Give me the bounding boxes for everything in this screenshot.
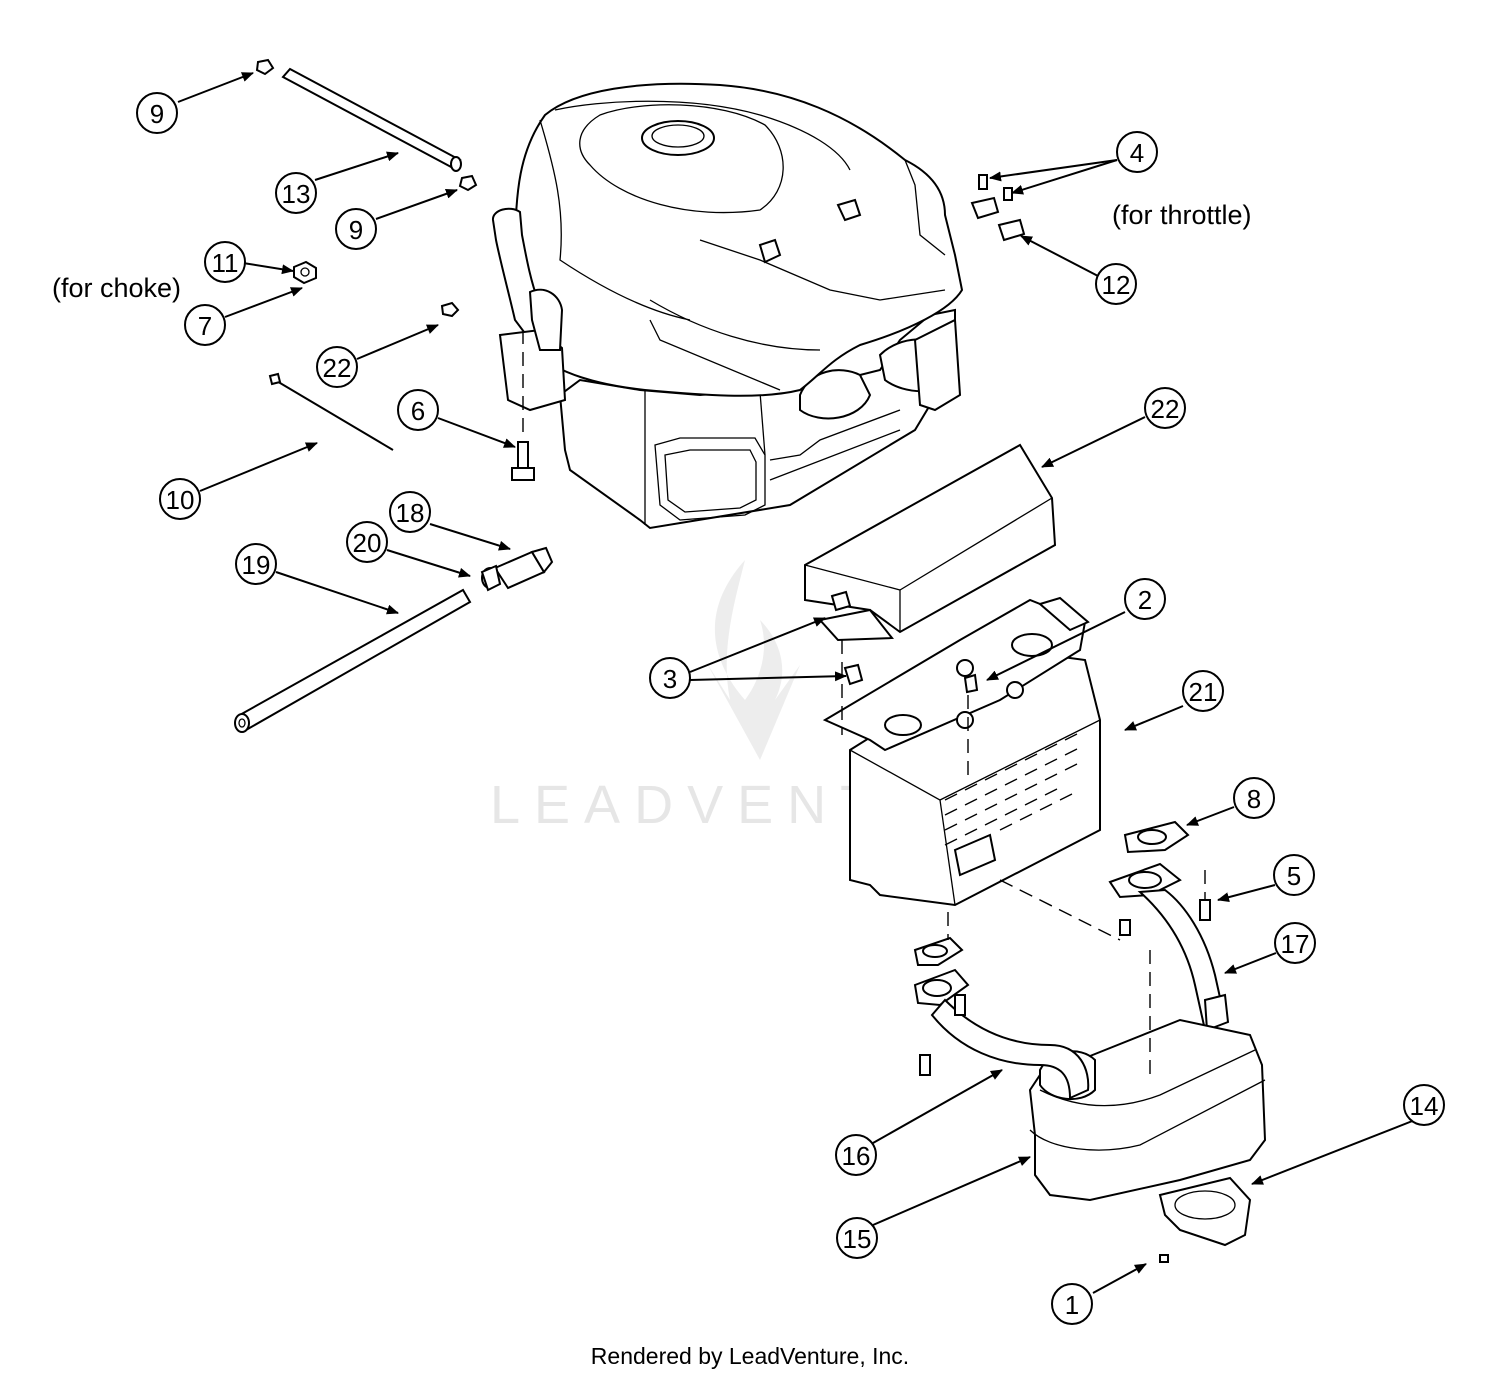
callout-4: 4 bbox=[1116, 131, 1158, 173]
callout-6: 6 bbox=[397, 389, 439, 431]
gasket-8 bbox=[1123, 820, 1190, 854]
callout-12-label: 12 bbox=[1102, 270, 1131, 300]
callout-13: 13 bbox=[275, 172, 317, 214]
callout-17: 17 bbox=[1274, 922, 1316, 964]
callout-22a-label: 22 bbox=[323, 353, 352, 383]
callout-11: 11 bbox=[204, 241, 246, 283]
render-credit: Rendered by LeadVenture, Inc. bbox=[590, 1343, 910, 1369]
callout-17-label: 17 bbox=[1281, 929, 1310, 959]
callout-3-label: 3 bbox=[663, 664, 677, 694]
callout-1-label: 1 bbox=[1065, 1290, 1079, 1320]
deflector-14 bbox=[1158, 1176, 1252, 1263]
callout-8-label: 8 bbox=[1247, 784, 1261, 814]
callout-7: 7 bbox=[184, 304, 226, 346]
callout-18: 18 bbox=[389, 491, 431, 533]
throttle-fittings bbox=[970, 174, 1026, 242]
callout-19: 19 bbox=[235, 543, 277, 585]
callout-4-label: 4 bbox=[1130, 138, 1144, 168]
exhaust-pipe-16 bbox=[913, 912, 1090, 1100]
callout-2-label: 2 bbox=[1138, 585, 1152, 615]
callout-14-label: 14 bbox=[1410, 1091, 1439, 1121]
callout-10-label: 10 bbox=[166, 485, 195, 515]
callout-9b-label: 9 bbox=[349, 215, 363, 245]
callout-9b: 9 bbox=[335, 208, 377, 250]
callout-16-label: 16 bbox=[842, 1141, 871, 1171]
nut-22 bbox=[440, 301, 460, 318]
callout-15: 15 bbox=[836, 1217, 878, 1259]
muffler-guard-21 bbox=[822, 596, 1101, 907]
cable-tie-10 bbox=[268, 372, 394, 451]
callout-5: 5 bbox=[1273, 854, 1315, 896]
fuel-hose-19 bbox=[234, 588, 472, 733]
callout-11-label: 11 bbox=[212, 248, 239, 278]
callout-7-label: 7 bbox=[198, 311, 212, 341]
callout-8: 8 bbox=[1233, 777, 1275, 819]
leader-lines bbox=[177, 72, 1421, 1294]
callout-6-label: 6 bbox=[411, 396, 425, 426]
callout-1: 1 bbox=[1051, 1283, 1093, 1325]
heat-shield-22 bbox=[804, 443, 1057, 642]
note-for-throttle: (for throttle) bbox=[1112, 200, 1252, 230]
callout-15-label: 15 bbox=[843, 1224, 872, 1254]
callout-21-label: 21 bbox=[1189, 677, 1218, 707]
engine-assembly bbox=[492, 82, 964, 530]
hose-13-assembly bbox=[255, 58, 478, 192]
fuel-filter-assembly bbox=[480, 546, 554, 592]
callout-20: 20 bbox=[346, 521, 388, 563]
callout-18-label: 18 bbox=[396, 498, 425, 528]
choke-fittings bbox=[293, 260, 317, 285]
callout-16: 16 bbox=[835, 1134, 877, 1176]
callout-5-label: 5 bbox=[1287, 861, 1301, 891]
callout-12: 12 bbox=[1095, 263, 1137, 305]
callout-3: 3 bbox=[649, 657, 691, 699]
callout-22b: 22 bbox=[1144, 387, 1186, 429]
note-for-choke: (for choke) bbox=[52, 273, 181, 303]
callout-14: 14 bbox=[1403, 1084, 1445, 1126]
bolt-6 bbox=[511, 330, 535, 481]
callout-9a: 9 bbox=[136, 92, 178, 134]
callout-13-label: 13 bbox=[282, 179, 311, 209]
callout-10: 10 bbox=[159, 478, 201, 520]
callout-20-label: 20 bbox=[353, 528, 382, 558]
exhaust-pipe-17 bbox=[999, 862, 1230, 1032]
callout-22b-label: 22 bbox=[1151, 394, 1180, 424]
callout-19-label: 19 bbox=[242, 550, 271, 580]
callout-21: 21 bbox=[1182, 670, 1224, 712]
callout-22a: 22 bbox=[316, 346, 358, 388]
callout-2: 2 bbox=[1124, 578, 1166, 620]
callout-9a-label: 9 bbox=[150, 99, 164, 129]
